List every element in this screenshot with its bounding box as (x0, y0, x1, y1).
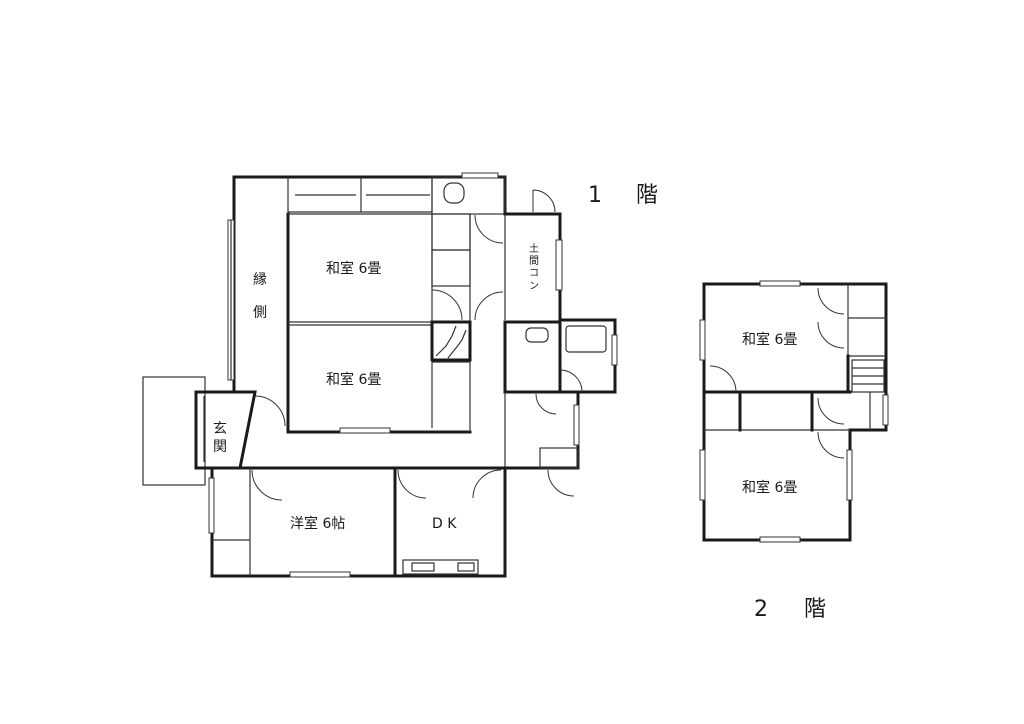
sink-icon (525, 327, 549, 343)
room-label-doma-3: コ (529, 268, 539, 279)
toilet-room (431, 176, 506, 215)
room-label-genkan-2: 関 (213, 439, 227, 455)
room-label-washitsu-2f-b: 和室 6畳 (742, 479, 797, 496)
stairs-1f (430, 320, 472, 362)
floor2-outer-wall (702, 282, 888, 542)
room-label-washitsu-2f-a: 和室 6畳 (742, 331, 797, 348)
floor1-title-number: 1 (588, 183, 602, 208)
floor2-title-number: 2 (754, 597, 768, 622)
doma-wall (503, 212, 562, 322)
floor2-title-kai: 階 (804, 597, 826, 622)
room-label-washitsu-1f-a: 和室 6畳 (326, 260, 381, 277)
room-label-doma-1: 土 (529, 242, 539, 255)
washitsu-a-wall (286, 212, 472, 434)
kitchen-counter (402, 559, 479, 575)
bath-room (558, 318, 617, 394)
room-label-genkan-1: 玄 (213, 420, 227, 437)
room-label-engawa-1: 縁 (253, 272, 267, 288)
room-label-washitsu-1f-b: 和室 6畳 (326, 371, 381, 388)
porch (142, 376, 206, 486)
floor1-title-kai: 階 (636, 183, 658, 208)
washroom (503, 320, 562, 394)
room-label-yoshitsu: 洋室 6帖 (290, 515, 345, 532)
room-label-doma-4: ン (529, 281, 539, 292)
room-label-doma-2: 間 (529, 255, 539, 267)
room-label-dk: D K (432, 516, 457, 532)
bathtub-icon (565, 325, 607, 353)
room-label-engawa-2: 側 (253, 305, 267, 321)
toilet-icon (443, 182, 465, 204)
floor2-plan: 和室 6畳 和室 6畳 2 階 (699, 280, 889, 622)
floor1-plan: 和室 6畳 和室 6畳 洋室 6帖 D K 縁 側 玄 関 土 間 コ ン 1 … (142, 172, 658, 578)
